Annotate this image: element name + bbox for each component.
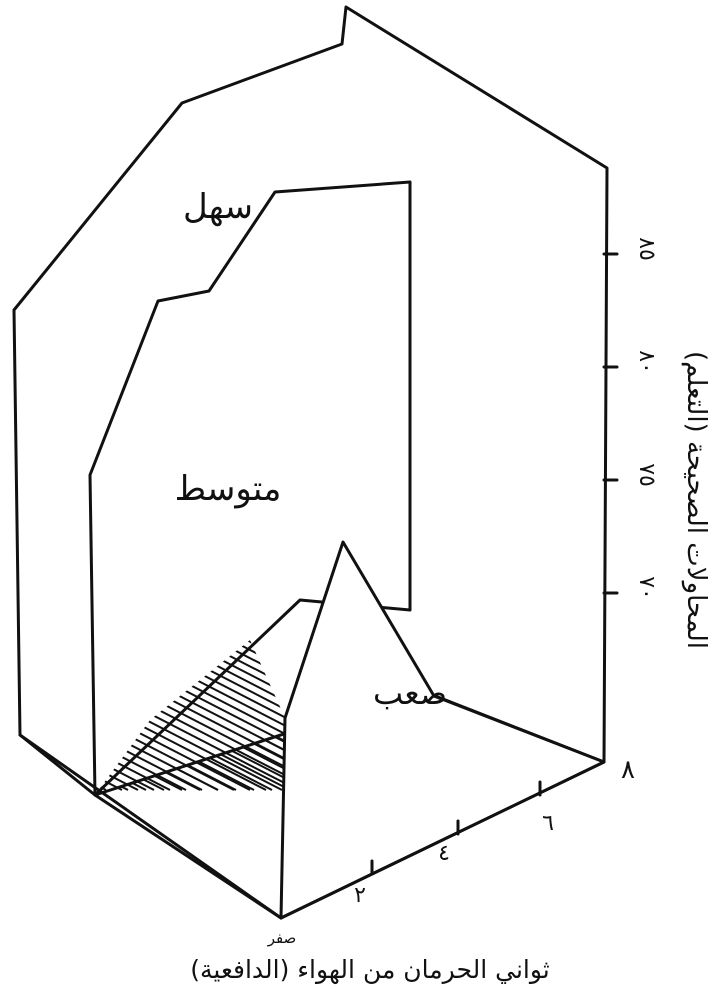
series-label-easy: سهل: [183, 187, 253, 227]
series-label-medium: متوسط: [175, 469, 282, 509]
hatch-line: [95, 640, 251, 791]
y-axis: ٧٠ ٧٥ ٨٠ ٨٥: [602, 237, 659, 600]
y-tick-label: ٧٥: [634, 463, 659, 487]
hatch-line: [95, 640, 187, 791]
x-tick-label: ٤: [438, 841, 450, 866]
hatch-line: [0, 620, 10, 790]
y-axis-title: المحاولات الصحيحة (التعلم): [681, 351, 711, 649]
x-tick-label: ٨: [621, 755, 635, 785]
series-label-hard: صعب: [373, 674, 447, 712]
hatch-line: [0, 620, 2, 790]
hatch-line: [95, 640, 285, 791]
hatch-line: [95, 640, 235, 791]
hatch-line: [95, 640, 203, 791]
x-tick-label: صفر: [267, 929, 297, 947]
floor-medium-edge: [93, 793, 283, 920]
hatch-line: [95, 640, 285, 791]
x-axis-title: ثواني الحرمان من الهواء (الدافعية): [190, 955, 550, 985]
y-tick-label: ٨٥: [634, 237, 659, 261]
x-tick-label: ٢: [354, 883, 366, 908]
hatch-line: [191, 640, 285, 791]
x-tick-label: ٦: [542, 811, 554, 836]
hatch-line: [20, 619, 21, 791]
hatch-line: [95, 640, 219, 791]
floor-front-edge: [279, 760, 606, 920]
x-axis: صفر ٢ ٤ ٦ ٨: [267, 755, 635, 947]
y-tick-label: ٨٠: [634, 350, 659, 374]
y-tick-label: ٧٠: [634, 576, 659, 600]
